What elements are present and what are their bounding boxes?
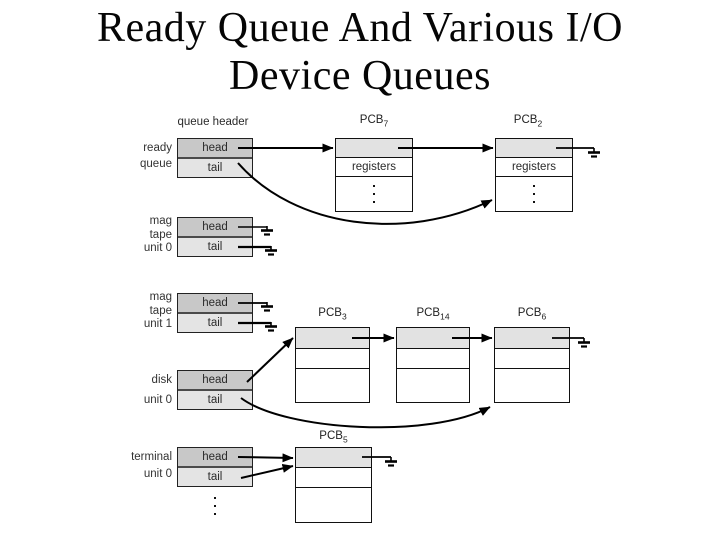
- pcb5-null-ground-icon: [383, 455, 399, 467]
- magtape0-head-null-ground-icon: [259, 224, 275, 236]
- pcb7-body-cell: [336, 177, 412, 211]
- pcb6-label: PCB6: [494, 307, 570, 323]
- pcb2-null-ground-icon: [586, 146, 602, 158]
- queue-label-magtape0: mag tape unit 0: [143, 215, 172, 254]
- pcb5-box: [295, 447, 372, 523]
- pcb14-body-cell: [397, 369, 469, 402]
- pcb6-link-cell: [495, 328, 569, 349]
- pcb2-label-text: PCB: [513, 114, 538, 126]
- pcb2-label-sub: 2: [537, 118, 543, 129]
- pcb7-label: PCB7: [335, 114, 413, 130]
- pcb2-link-cell: [496, 139, 572, 158]
- pcb14-label-text: PCB: [416, 307, 441, 319]
- pcb7-link-cell: [336, 139, 412, 158]
- pcb14-mid-cell: [397, 349, 469, 369]
- magtape0-tail-cell: tail: [178, 238, 252, 256]
- pcb3-mid-cell: [296, 349, 369, 369]
- pcb3-link-cell: [296, 328, 369, 349]
- pcb3-body-cell: [296, 369, 369, 402]
- page-title-line-1: Ready Queue And Various I/O: [97, 5, 623, 51]
- pcb14-link-cell: [397, 328, 469, 349]
- pcb2-label: PCB2: [489, 114, 567, 130]
- page-title: Ready Queue And Various I/O Device Queue…: [0, 4, 720, 100]
- pcb5-label-text: PCB: [319, 430, 343, 442]
- pcb5-label: PCB5: [295, 430, 372, 446]
- pcb2-box: registers: [495, 138, 573, 212]
- magtape1-queue-box: head tail: [177, 293, 253, 333]
- pcb3-label: PCB3: [295, 307, 370, 323]
- pcb6-label-text: PCB: [517, 307, 542, 319]
- pcb2-body-cell: [496, 177, 572, 211]
- ready-queue-tail-cell: tail: [178, 159, 252, 177]
- pcb3-label-sub: 3: [341, 311, 347, 322]
- more-queues-vertical-ellipsis-icon: [177, 492, 253, 520]
- queue-label-ready: ready queue: [140, 142, 172, 170]
- pcb5-mid-cell: [296, 468, 371, 488]
- magtape1-tail-cell: tail: [178, 314, 252, 332]
- pcb7-registers-cell: registers: [336, 158, 412, 177]
- magtape1-head-null-ground-icon: [259, 300, 275, 312]
- terminal0-tail-cell: tail: [178, 468, 252, 486]
- magtape0-head-cell: head: [178, 218, 252, 238]
- queue-label-magtape1: mag tape unit 1: [143, 291, 172, 330]
- pcb14-box: [396, 327, 470, 403]
- pcb14-label-sub: 14: [440, 311, 450, 322]
- pcb3-box: [295, 327, 370, 403]
- pcb6-null-ground-icon: [576, 336, 592, 348]
- vertical-ellipsis-icon: [177, 492, 253, 520]
- arrow-disk-head-to-pcb3: [246, 337, 294, 383]
- pcb6-body-cell: [495, 369, 569, 402]
- pcb7-label-text: PCB: [359, 114, 384, 126]
- ready-queue-box: head tail: [177, 138, 253, 178]
- pcb5-body-cell: [296, 488, 371, 522]
- pcb6-mid-cell: [495, 349, 569, 369]
- pcb2-registers-cell: registers: [496, 158, 572, 177]
- disk0-tail-cell: tail: [178, 391, 252, 409]
- pcb6-box: [494, 327, 570, 403]
- page-title-line-2: Device Queues: [229, 53, 491, 99]
- disk0-head-cell: head: [178, 371, 252, 391]
- pcb14-label: PCB14: [396, 307, 470, 323]
- pcb3-label-text: PCB: [318, 307, 342, 319]
- queue-label-disk: disk unit 0: [143, 374, 172, 406]
- queue-header-caption: queue header: [177, 116, 249, 128]
- queue-label-terminal: terminal unit 0: [131, 451, 172, 480]
- terminal0-queue-box: head tail: [177, 447, 253, 487]
- magtape0-queue-box: head tail: [177, 217, 253, 257]
- magtape0-tail-null-ground-icon: [263, 244, 279, 256]
- pcb7-label-sub: 7: [383, 118, 389, 129]
- pcb5-label-sub: 5: [342, 434, 348, 445]
- ready-queue-head-cell: head: [178, 139, 252, 159]
- terminal0-head-cell: head: [178, 448, 252, 468]
- magtape1-head-cell: head: [178, 294, 252, 314]
- vertical-ellipsis-icon: [496, 177, 572, 211]
- pcb7-box: registers: [335, 138, 413, 212]
- pcb5-link-cell: [296, 448, 371, 468]
- disk0-queue-box: head tail: [177, 370, 253, 410]
- magtape1-tail-null-ground-icon: [263, 320, 279, 332]
- pcb6-label-sub: 6: [541, 311, 547, 322]
- vertical-ellipsis-icon: [336, 177, 412, 211]
